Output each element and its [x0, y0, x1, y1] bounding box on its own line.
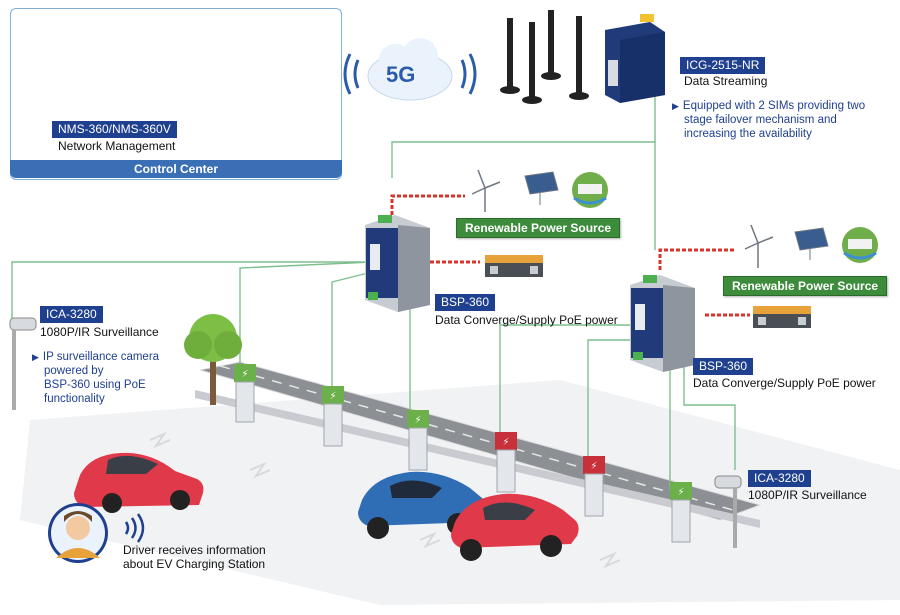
camera-note-line: functionality — [44, 393, 105, 405]
hydro-dam-icon — [842, 227, 878, 263]
wind-turbine-icon — [744, 224, 774, 268]
battery-icon — [485, 255, 543, 277]
cloud-label: 5G — [386, 62, 416, 87]
camera-tag: ICA-3280 — [40, 306, 103, 323]
renewable-tag: Renewable Power Source — [456, 218, 621, 238]
gateway-note: ▶Equipped with 2 SIMs providing two stag… — [672, 100, 866, 140]
hydro-dam-icon — [572, 172, 608, 208]
gateway-note-line: increasing the availability — [684, 128, 812, 140]
svg-text:⚡: ⚡ — [241, 369, 248, 380]
solar-panel-icon — [524, 171, 559, 205]
power-links — [390, 194, 750, 317]
car-icon — [451, 493, 579, 561]
camera-note: ▶IP surveillance camera powered by BSP-3… — [32, 351, 160, 405]
ev-charger-icon: ⚡ — [407, 410, 429, 471]
bsp-description: Data Converge/Supply PoE power — [435, 313, 618, 327]
svg-text:⚡: ⚡ — [677, 487, 684, 498]
nms-tag: NMS-360/NMS-360V — [52, 121, 177, 138]
gateway-note-line: Equipped with 2 SIMs providing two — [682, 100, 866, 112]
gateway-description: Data Streaming — [684, 74, 768, 88]
ev-charger-icon: ⚡ — [234, 364, 256, 423]
driver-info-line: about EV Charging Station — [123, 557, 266, 571]
camera-description: 1080P/IR Surveillance — [40, 325, 159, 339]
switch-icon — [605, 14, 665, 103]
svg-text:⚡: ⚡ — [414, 415, 421, 426]
driver-info-line: Driver receives information — [123, 543, 266, 557]
wind-turbine-icon — [471, 169, 501, 212]
svg-text:⚡: ⚡ — [502, 437, 509, 448]
camera-icon — [714, 475, 742, 548]
gateway-note-line: stage failover mechanism and — [684, 114, 837, 126]
ev-charger-icon: ⚡ — [495, 432, 517, 493]
camera-description: 1080P/IR Surveillance — [748, 488, 867, 502]
antenna-icon — [500, 10, 589, 104]
svg-text:⚡: ⚡ — [329, 391, 336, 402]
gateway-tag: ICG-2515-NR — [680, 57, 766, 74]
control-center-bar: Control Center — [10, 160, 342, 178]
solar-panel-icon — [794, 227, 829, 260]
nms-description: Network Management — [58, 139, 176, 153]
ev-charger-icon: ⚡ — [670, 482, 692, 543]
wifi-signal-icon — [124, 513, 145, 543]
svg-text:⚡: ⚡ — [590, 461, 597, 472]
bsp-tag: BSP-360 — [435, 294, 496, 311]
camera-tag: ICA-3280 — [748, 470, 811, 487]
bsp-description: Data Converge/Supply PoE power — [693, 376, 876, 390]
battery-icon — [753, 306, 811, 328]
switch-icon — [630, 275, 695, 372]
tree-icon — [184, 314, 242, 405]
camera-note-line: powered by — [44, 365, 104, 377]
switch-icon — [365, 215, 430, 312]
camera-icon — [9, 317, 37, 410]
ev-charger-icon: ⚡ — [583, 456, 605, 517]
car-icon — [74, 452, 204, 513]
camera-note-line: IP surveillance camera — [42, 351, 160, 363]
ev-charger-icon: ⚡ — [322, 386, 344, 447]
renewable-tag: Renewable Power Source — [723, 276, 888, 296]
driver-avatar-icon — [48, 503, 108, 563]
bsp-tag: BSP-360 — [693, 358, 754, 375]
cloud-icon — [343, 38, 477, 101]
control-center-panel — [10, 8, 342, 180]
camera-note-line: BSP-360 using PoE — [44, 379, 146, 391]
